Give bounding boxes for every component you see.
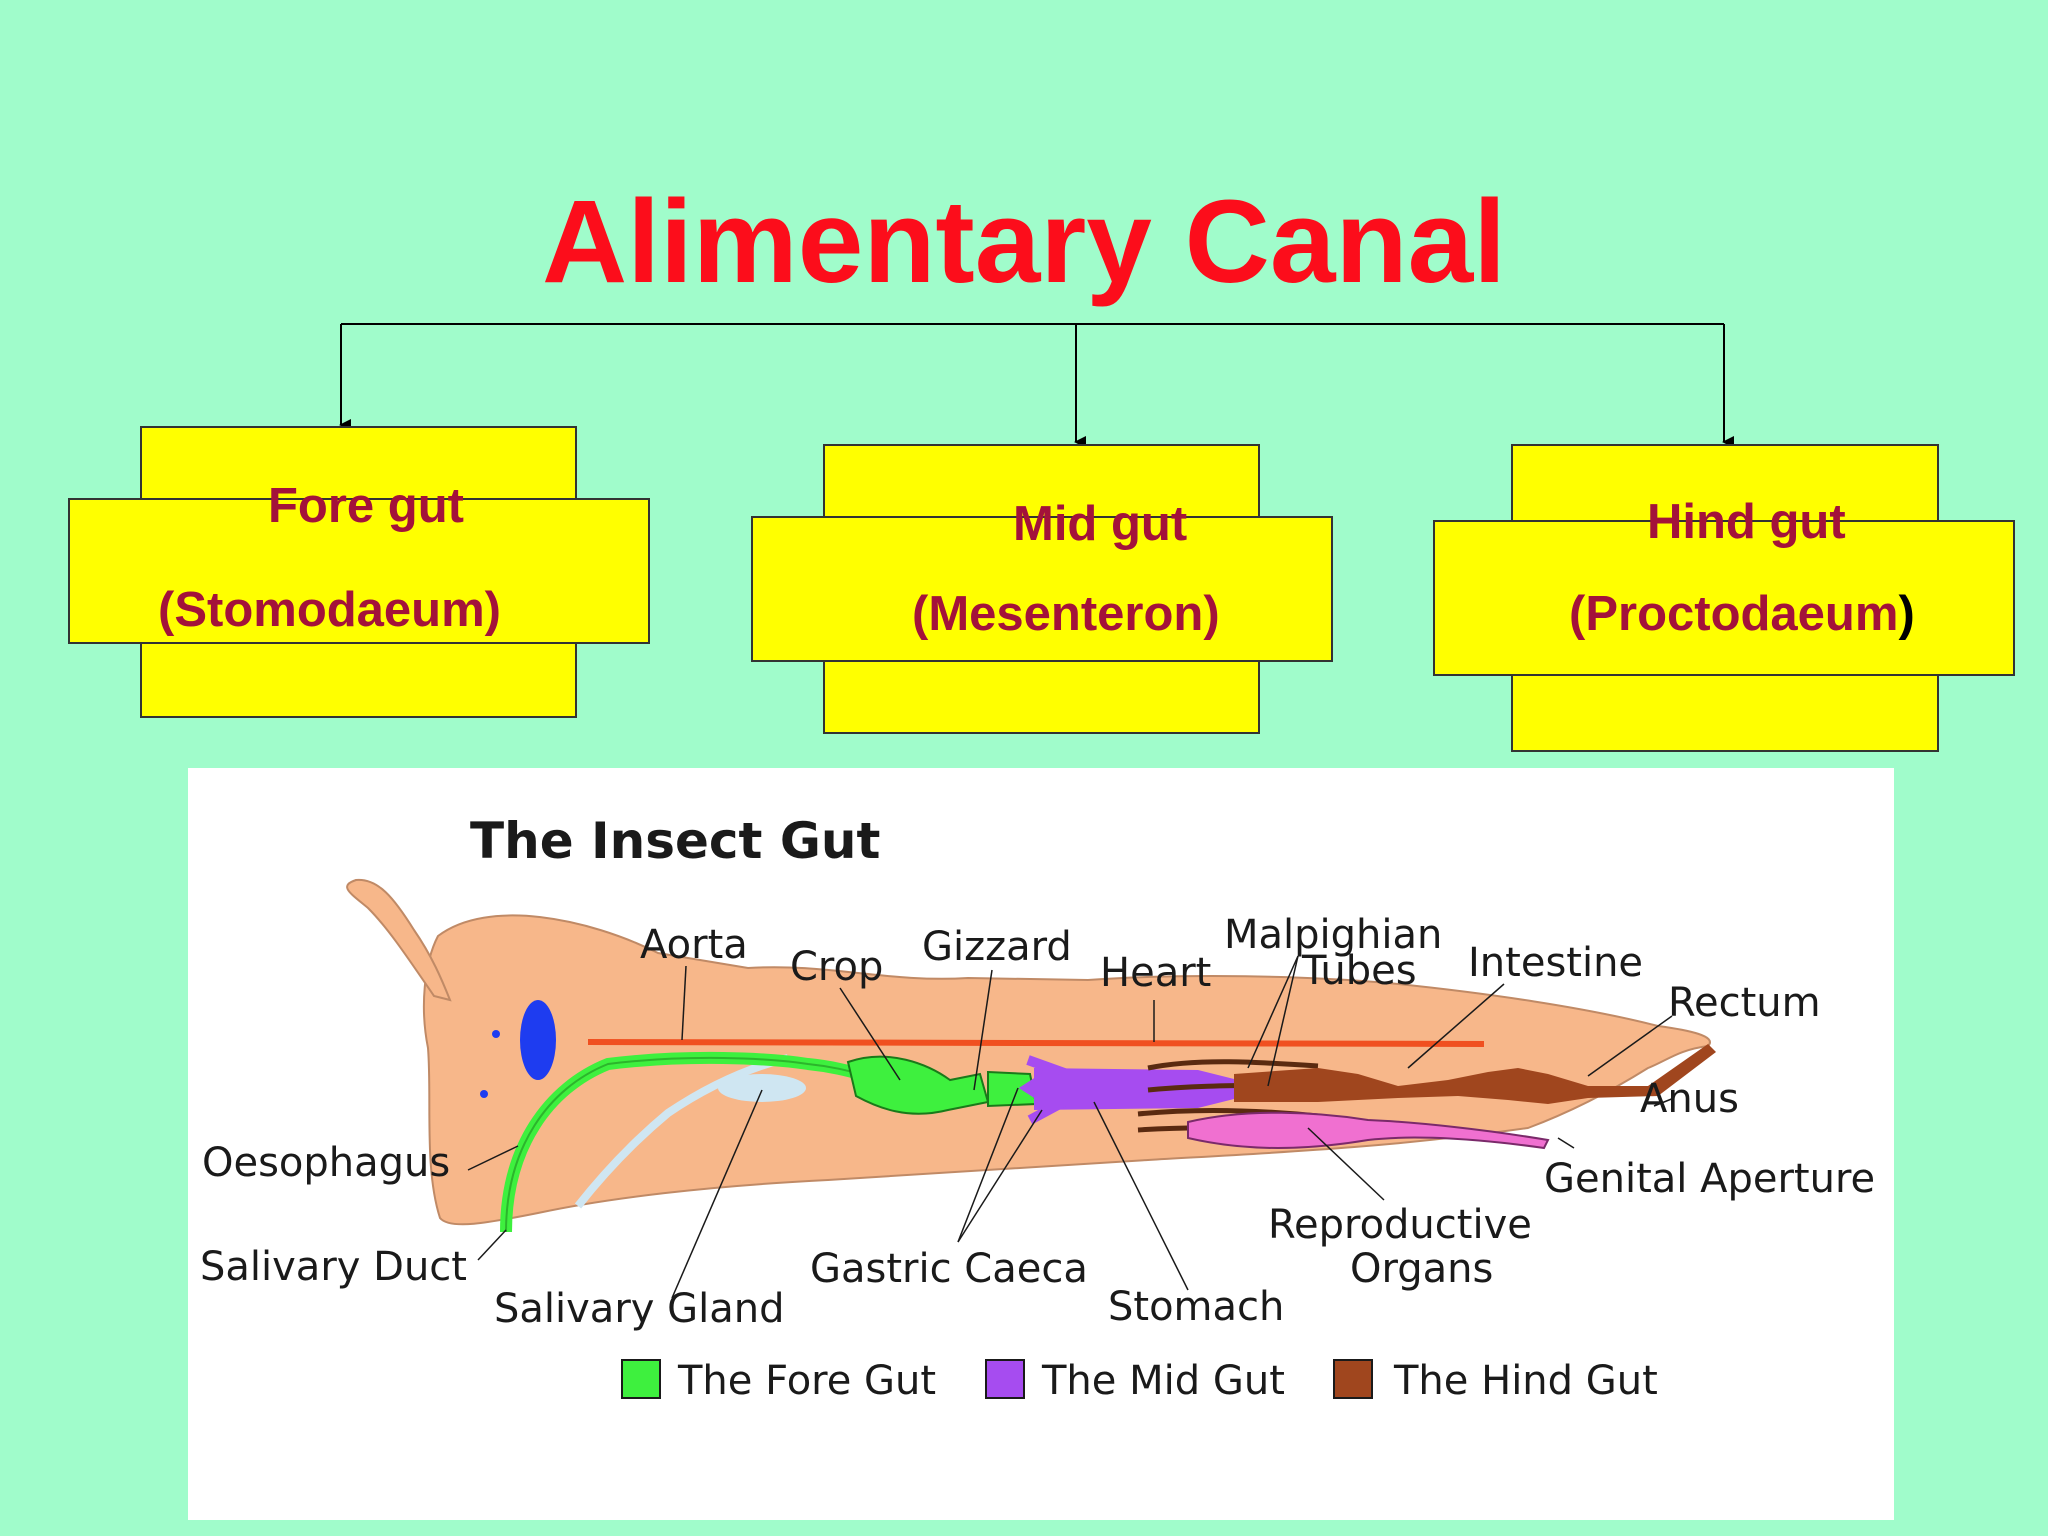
salivary-duct: [574, 1054, 789, 1209]
mid-gut-box: Mid gut (Mesenteron): [751, 444, 1333, 734]
label-anus: Anus: [1640, 1076, 1739, 1122]
slide-title: Alimentary Canal: [542, 176, 1506, 308]
insect-gut-figure: The Insect Gut Aorta Crop Gizzard Heart …: [188, 768, 1894, 1520]
crop: [846, 1055, 990, 1115]
label-reproductive-1: Reproductive: [1268, 1202, 1532, 1248]
label-intestine: Intestine: [1468, 940, 1643, 986]
salivary-gland: [718, 1074, 806, 1102]
legend-swatch-mid-gut: [985, 1359, 1025, 1399]
hind-gut-name: Hind gut: [1647, 495, 1846, 549]
hind-gut-term: (Proctodaeum): [1569, 586, 1915, 642]
label-malpighian-2: Tubes: [1301, 948, 1417, 994]
eye-icon: [520, 1000, 556, 1080]
legend-swatch-fore-gut: [621, 1359, 661, 1399]
fore-gut-name: Fore gut: [268, 479, 464, 533]
legend-label-hind-gut: The Hind Gut: [1393, 1358, 1658, 1404]
label-stomach: Stomach: [1108, 1284, 1284, 1330]
gastric-caeca: [1018, 1055, 1068, 1125]
legend-label-mid-gut: The Mid Gut: [1041, 1358, 1285, 1404]
label-salivary-duct: Salivary Duct: [200, 1244, 467, 1290]
hierarchy-connectors: [339, 323, 1734, 448]
label-oesophagus: Oesophagus: [202, 1140, 450, 1186]
hind-gut-term-tail: ): [1898, 587, 1915, 641]
fore-gut-term: (Stomodaeum): [158, 583, 501, 637]
label-malpighian-1: Malpighian: [1224, 912, 1442, 958]
figure-title: The Insect Gut: [470, 812, 880, 870]
oesophagus-outline: [505, 1056, 889, 1233]
legend-label-fore-gut: The Fore Gut: [677, 1358, 936, 1404]
intestine: [1234, 1044, 1716, 1104]
mid-gut-name: Mid gut: [1013, 497, 1188, 551]
label-genital-aperture: Genital Aperture: [1544, 1156, 1875, 1202]
label-rectum: Rectum: [1668, 980, 1821, 1026]
antenna: [346, 878, 452, 1002]
leader-lines: [467, 955, 1675, 1299]
figure-legend: The Fore Gut The Mid Gut The Hind Gut: [621, 1358, 1658, 1404]
label-gizzard: Gizzard: [922, 924, 1072, 970]
label-aorta: Aorta: [640, 922, 748, 968]
label-heart: Heart: [1100, 950, 1211, 996]
insect-gut-illustration: The Insect Gut Aorta Crop Gizzard Heart …: [200, 812, 1875, 1404]
fore-gut-box: Fore gut (Stomodaeum): [68, 426, 650, 718]
label-salivary-gland: Salivary Gland: [494, 1286, 785, 1332]
stomach: [1034, 1068, 1238, 1110]
legend-swatch-hind-gut: [1333, 1359, 1373, 1399]
label-reproductive-2: Organs: [1350, 1246, 1493, 1292]
label-crop: Crop: [790, 944, 883, 990]
aorta-vessel: [587, 1039, 1485, 1047]
reproductive-organs: [1187, 1111, 1550, 1150]
hind-gut-term-text: (Proctodaeum: [1569, 587, 1899, 641]
label-gastric-caeca: Gastric Caeca: [810, 1246, 1088, 1292]
mid-gut-term: (Mesenteron): [912, 587, 1220, 641]
hind-gut-box: Hind gut (Proctodaeum): [1433, 444, 2015, 752]
